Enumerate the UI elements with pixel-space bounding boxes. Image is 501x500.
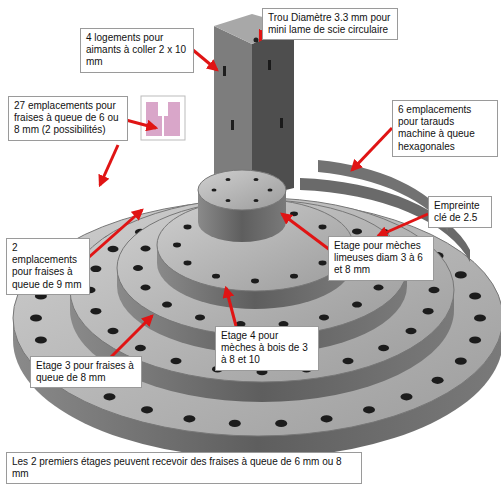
- hole: [195, 314, 205, 320]
- hole: [254, 178, 259, 181]
- callout-box: Empreinte clé de 2.5: [428, 196, 492, 228]
- leader-arrow: [378, 214, 428, 236]
- callout-box: Les 2 premiers étages peuvent recevoir d…: [6, 452, 362, 484]
- inset-frame: [141, 96, 185, 140]
- leader-arrow: [226, 288, 236, 326]
- hole: [173, 243, 181, 248]
- hole: [319, 261, 327, 266]
- inset-bore: [158, 102, 168, 136]
- callout-box: Etage pour mèches limeuses diam 3 à 6 et…: [328, 236, 434, 281]
- callout-text: Trou Diamètre 3.3 mm pour mini lame de s…: [268, 12, 392, 36]
- hole: [135, 345, 146, 352]
- hole: [406, 328, 417, 335]
- hole: [423, 308, 434, 315]
- hole: [30, 314, 42, 321]
- saw-hole: [254, 38, 259, 43]
- disc-top: [198, 170, 286, 210]
- hole-group: [212, 178, 273, 202]
- leader-arrow: [110, 316, 152, 358]
- hole: [343, 358, 354, 365]
- hole: [108, 246, 119, 253]
- hole: [90, 266, 101, 273]
- hole: [229, 420, 241, 427]
- hole: [90, 308, 101, 315]
- hole: [141, 246, 151, 252]
- hole: [184, 261, 192, 266]
- hole: [290, 211, 298, 216]
- inset-section: [146, 102, 180, 136]
- callout-box: 2 emplacements pour fraises à queue de 9…: [6, 238, 90, 295]
- hole: [321, 415, 333, 422]
- leader-arrows: [88, 36, 428, 358]
- leader-arrow: [193, 50, 217, 70]
- hole: [275, 420, 287, 427]
- hole: [469, 336, 481, 343]
- leader-arrow: [100, 145, 118, 185]
- callout-box: Etage 4 pour mèches à bois de 3 à 8 et 1…: [215, 326, 319, 371]
- hole: [226, 199, 231, 202]
- hole: [268, 189, 273, 192]
- hole: [183, 415, 195, 422]
- callout-text: 27 emplacements pour fraises à queue de …: [14, 100, 122, 137]
- callout-text: Les 2 premiers étages peuvent recevoir d…: [12, 456, 356, 480]
- magnet-slot: [231, 120, 234, 130]
- hole: [133, 265, 143, 271]
- hole: [104, 393, 116, 400]
- hole: [469, 292, 481, 299]
- hole: [212, 189, 217, 192]
- hole: [184, 225, 192, 230]
- callout-text: Empreinte clé de 2.5: [434, 200, 486, 224]
- hole: [429, 287, 440, 294]
- hole: [378, 345, 389, 352]
- callout-box: 6 emplacements pour tarauds machine à qu…: [392, 100, 498, 157]
- callout-text: 4 logements pour aimants à coller 2 x 10…: [86, 32, 188, 69]
- callout-box: 4 logements pour aimants à coller 2 x 10…: [80, 28, 194, 73]
- hole: [35, 336, 47, 343]
- hole: [432, 377, 444, 384]
- hole: [226, 178, 231, 181]
- hole: [171, 358, 182, 365]
- callout-text: Etage pour mèches limeuses diam 3 à 6 et…: [334, 240, 428, 277]
- callout-box: Trou Diamètre 3.3 mm pour mini lame de s…: [262, 8, 398, 40]
- hole: [108, 328, 119, 335]
- callout-text: Etage 4 pour mèches à bois de 3 à 8 et 1…: [221, 330, 313, 367]
- hole: [141, 406, 153, 413]
- magnet-slot: [268, 60, 271, 70]
- leader-arrow: [126, 120, 156, 128]
- hole: [254, 199, 259, 202]
- hole: [162, 302, 172, 308]
- leader-arrow: [352, 128, 392, 170]
- leader-arrow: [282, 214, 330, 250]
- magnet-slot: [280, 118, 283, 128]
- hole: [374, 285, 384, 291]
- callout-box: Etage 3 pour fraises à queue de 8 mm: [30, 356, 142, 388]
- callout-text: Etage 3 pour fraises à queue de 8 mm: [36, 360, 136, 384]
- hole: [474, 314, 486, 321]
- hole: [352, 302, 362, 308]
- hole: [363, 406, 375, 413]
- hole: [455, 271, 467, 278]
- hole: [319, 225, 327, 230]
- hole: [352, 228, 362, 234]
- hole: [251, 279, 259, 284]
- hole: [401, 393, 413, 400]
- callout-text: 6 emplacements pour tarauds machine à qu…: [398, 104, 492, 153]
- magnet-slot: [223, 66, 226, 76]
- callout-text: 2 emplacements pour fraises à queue de 9…: [12, 242, 84, 291]
- hole: [290, 274, 298, 279]
- callout-box: 27 emplacements pour fraises à queue de …: [8, 96, 128, 141]
- leader-arrow: [88, 210, 142, 258]
- hole: [319, 314, 329, 320]
- hole: [455, 358, 467, 365]
- hole: [141, 285, 151, 291]
- hole: [212, 274, 220, 279]
